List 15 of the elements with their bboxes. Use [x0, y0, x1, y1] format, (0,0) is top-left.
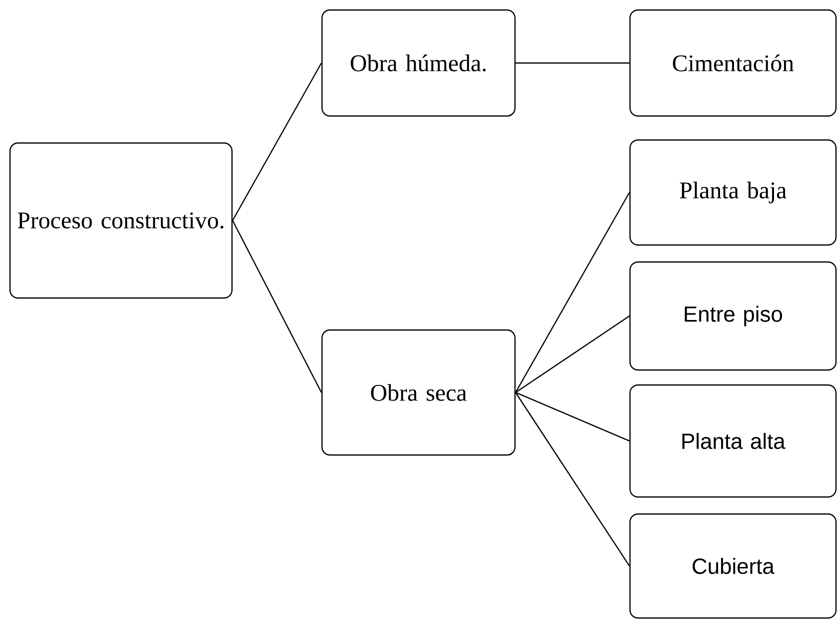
- connector-line: [232, 62, 322, 221]
- connector-line: [515, 392, 630, 566]
- process-box: Obra seca: [321, 329, 516, 456]
- connector-line: [515, 392, 630, 442]
- connector-line: [232, 220, 322, 393]
- process-box: Planta baja: [629, 139, 837, 246]
- connector-line: [515, 192, 630, 393]
- connector-line: [515, 315, 630, 393]
- process-box: Proceso constructivo.: [9, 142, 233, 299]
- process-box: Entre piso: [629, 261, 837, 371]
- process-box: Cimentación: [629, 9, 837, 117]
- process-box: Obra húmeda.: [321, 9, 516, 117]
- connector-line: [516, 62, 630, 64]
- process-box: Planta alta: [629, 384, 837, 498]
- process-box: Cubierta: [629, 513, 837, 619]
